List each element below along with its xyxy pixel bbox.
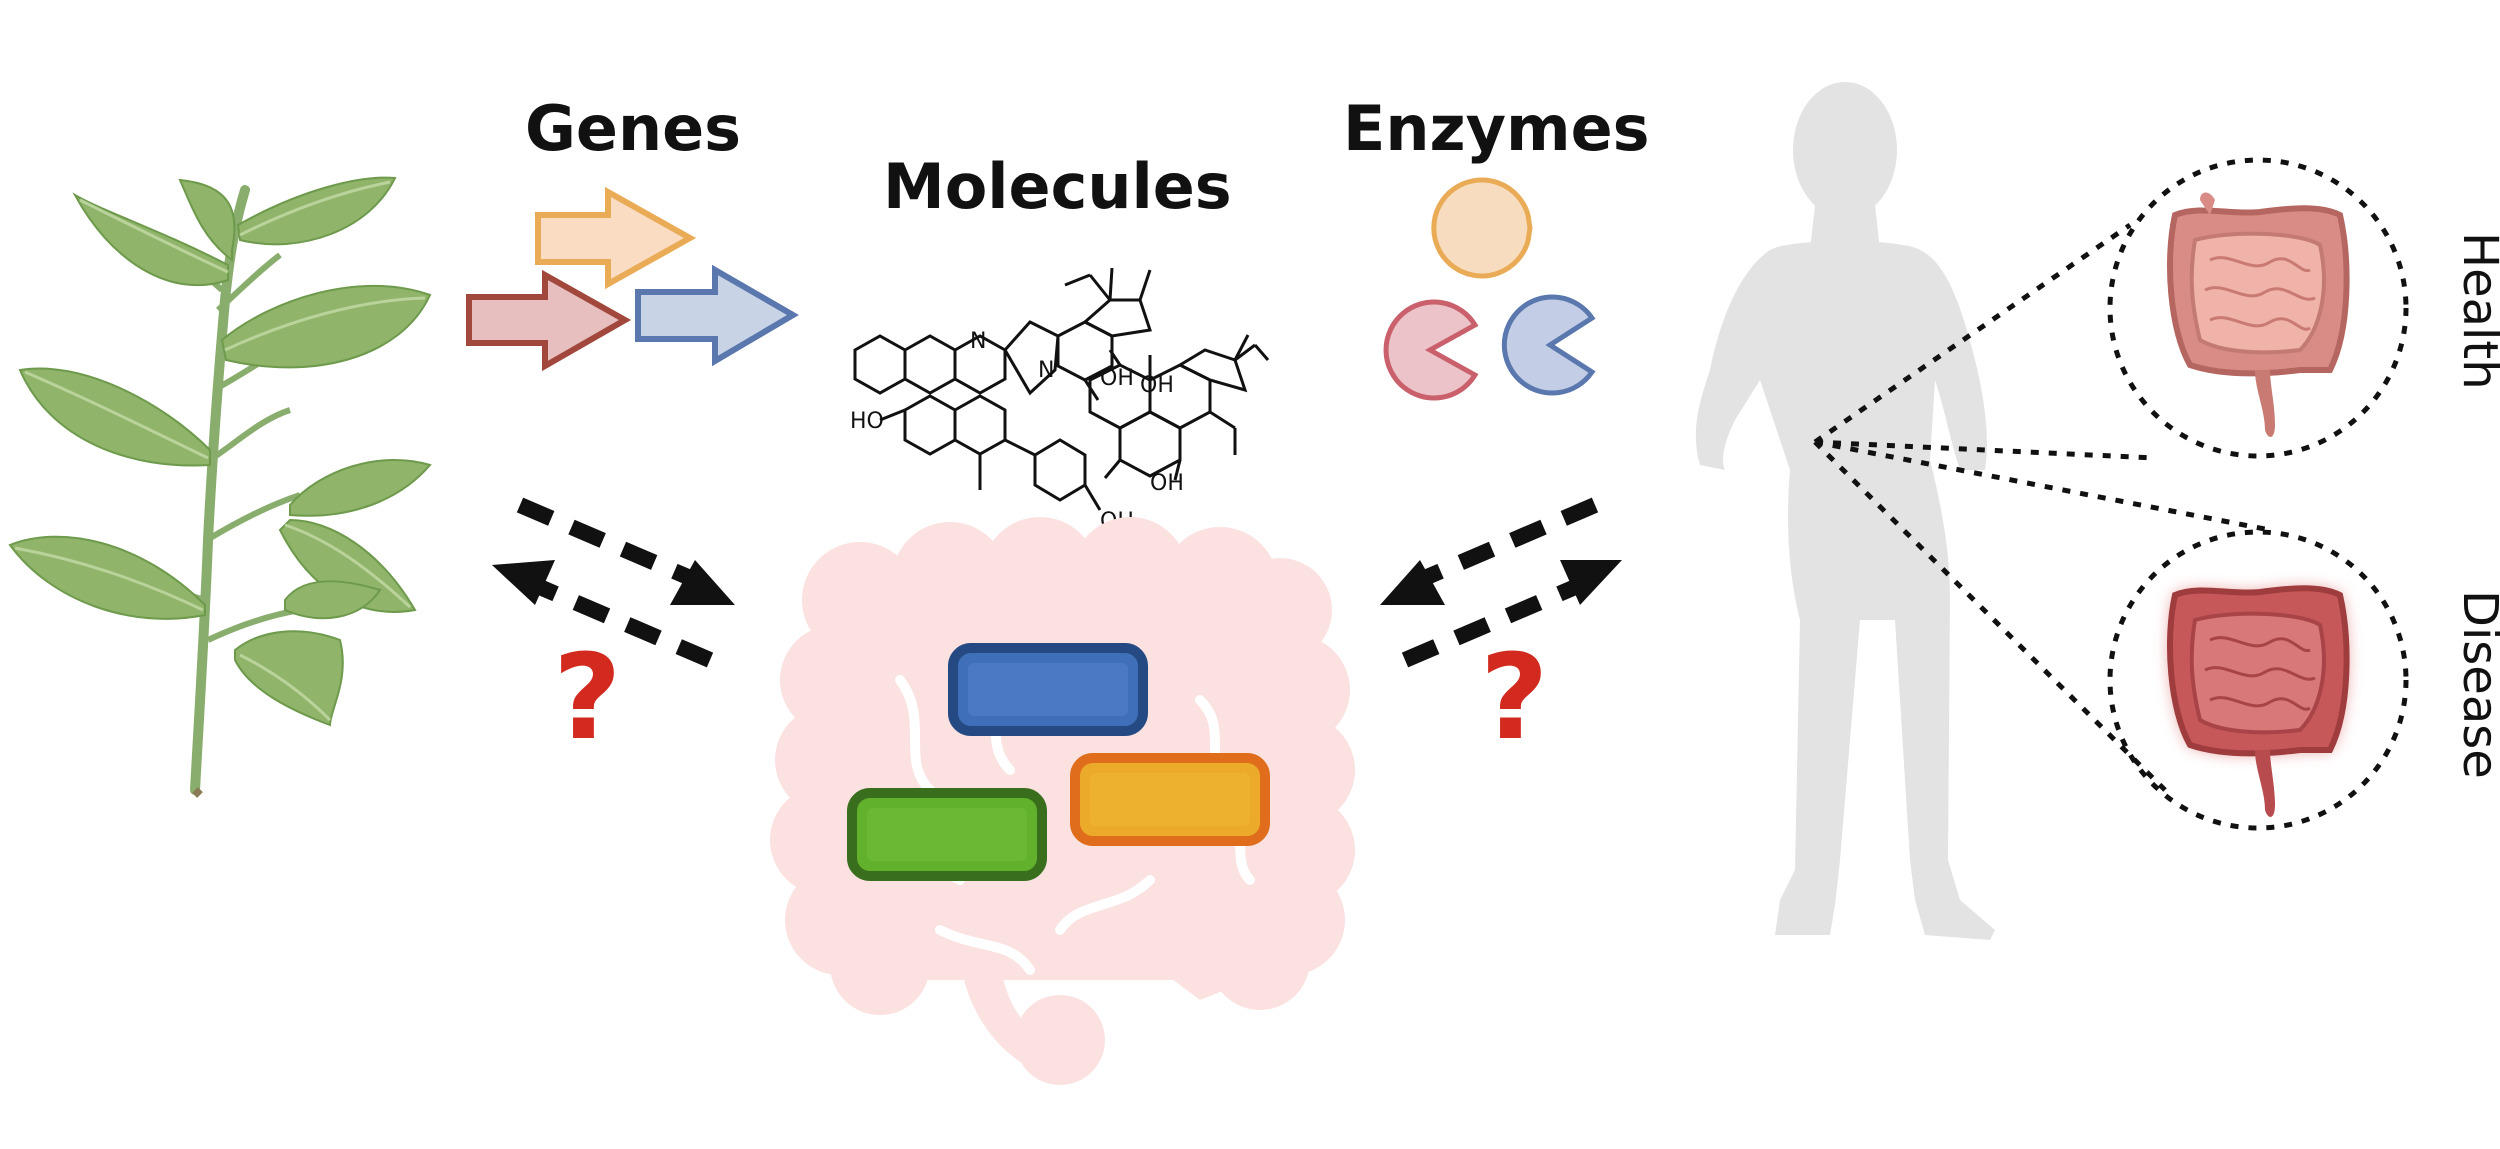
- chem-n-label: N: [970, 329, 986, 354]
- molecules-label: Molecules: [883, 150, 1232, 223]
- leaf: [178, 178, 236, 262]
- chem-oh-label: OH: [1150, 471, 1184, 496]
- genes-label: Genes: [525, 92, 742, 165]
- leaf: [220, 284, 432, 369]
- enzyme-blue: [1501, 294, 1596, 396]
- microbes: [847, 643, 1270, 881]
- question-mark-left: ?: [553, 628, 622, 766]
- gene-arrow-red: [466, 269, 632, 372]
- enzyme-orange: [1431, 177, 1533, 279]
- disease-label: Disease: [2452, 590, 2500, 779]
- zoom-lines: [1813, 157, 2409, 831]
- gene-arrow-orange: [535, 186, 697, 290]
- healthy-intestine-icon: [2167, 192, 2350, 437]
- dashed-arrows-left: [492, 497, 735, 668]
- dashed-arrows-right: [1380, 497, 1622, 668]
- disease-zoom-circle: [2107, 529, 2409, 831]
- leaf: [8, 535, 206, 620]
- chem-ho-label: HO: [850, 409, 884, 434]
- leaf: [18, 367, 211, 467]
- enzymes-group: [1383, 177, 1596, 401]
- chemical-atom-labels: HO OH OH OH OH N N: [850, 329, 1184, 534]
- health-zoom-circle: [2107, 157, 2409, 459]
- gene-arrows: [466, 186, 799, 372]
- leaf: [289, 458, 432, 517]
- leaf: [236, 176, 397, 246]
- leaf: [284, 580, 382, 620]
- chem-n-label: N: [1038, 358, 1054, 383]
- human-silhouette: [1695, 82, 1995, 940]
- enzyme-red: [1383, 299, 1479, 401]
- question-mark-right: ?: [1480, 628, 1549, 766]
- leaf: [234, 630, 344, 727]
- gene-arrow-blue: [635, 264, 799, 367]
- chemical-structures: [853, 267, 1270, 511]
- chem-oh-label: OH: [1100, 366, 1134, 391]
- leaf: [278, 518, 417, 613]
- plant-illustration: [8, 176, 432, 798]
- enzymes-label: Enzymes: [1343, 92, 1650, 165]
- health-label: Health: [2452, 232, 2500, 390]
- chem-oh-label: OH: [1140, 373, 1174, 398]
- diseased-intestine-icon: [2167, 585, 2350, 817]
